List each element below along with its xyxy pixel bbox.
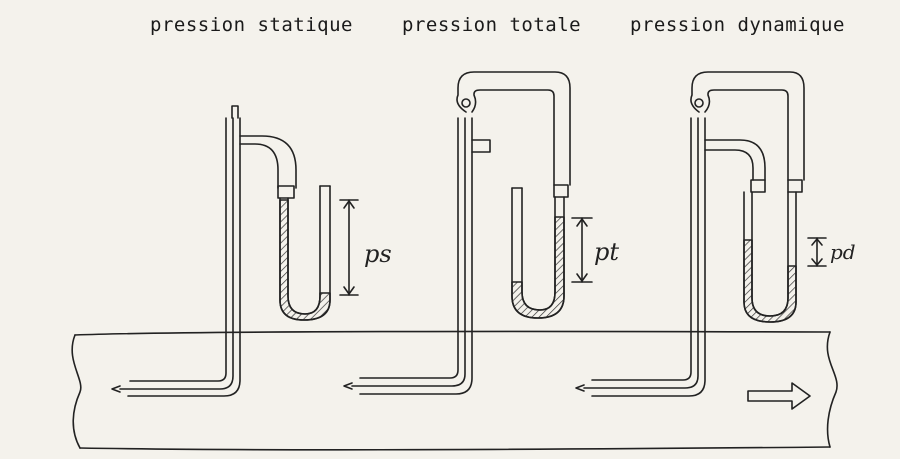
dynamic-static-connector [704, 139, 766, 193]
static-manometer [279, 185, 331, 321]
total-probe [343, 117, 491, 395]
title-static-pressure: pression statique [150, 14, 353, 36]
dynamic-probe [575, 117, 706, 397]
dynamic-loop-tube [690, 71, 805, 193]
label-pd: pd [830, 240, 856, 264]
total-manometer [511, 187, 565, 319]
title-total-pressure: pression totale [402, 14, 582, 36]
pd-dimension [807, 237, 827, 267]
ps-dimension [339, 199, 359, 296]
title-dynamic-pressure: pression dynamique [630, 14, 845, 36]
static-connector [239, 135, 297, 199]
dynamic-manometer [743, 191, 797, 323]
label-ps: ps [364, 240, 392, 268]
total-loop-tube [456, 71, 571, 198]
label-pt: pt [594, 238, 619, 266]
right-arrow-icon [747, 382, 811, 410]
static-probe [111, 105, 241, 397]
pt-dimension [571, 217, 593, 283]
main-pipe [71, 330, 838, 451]
